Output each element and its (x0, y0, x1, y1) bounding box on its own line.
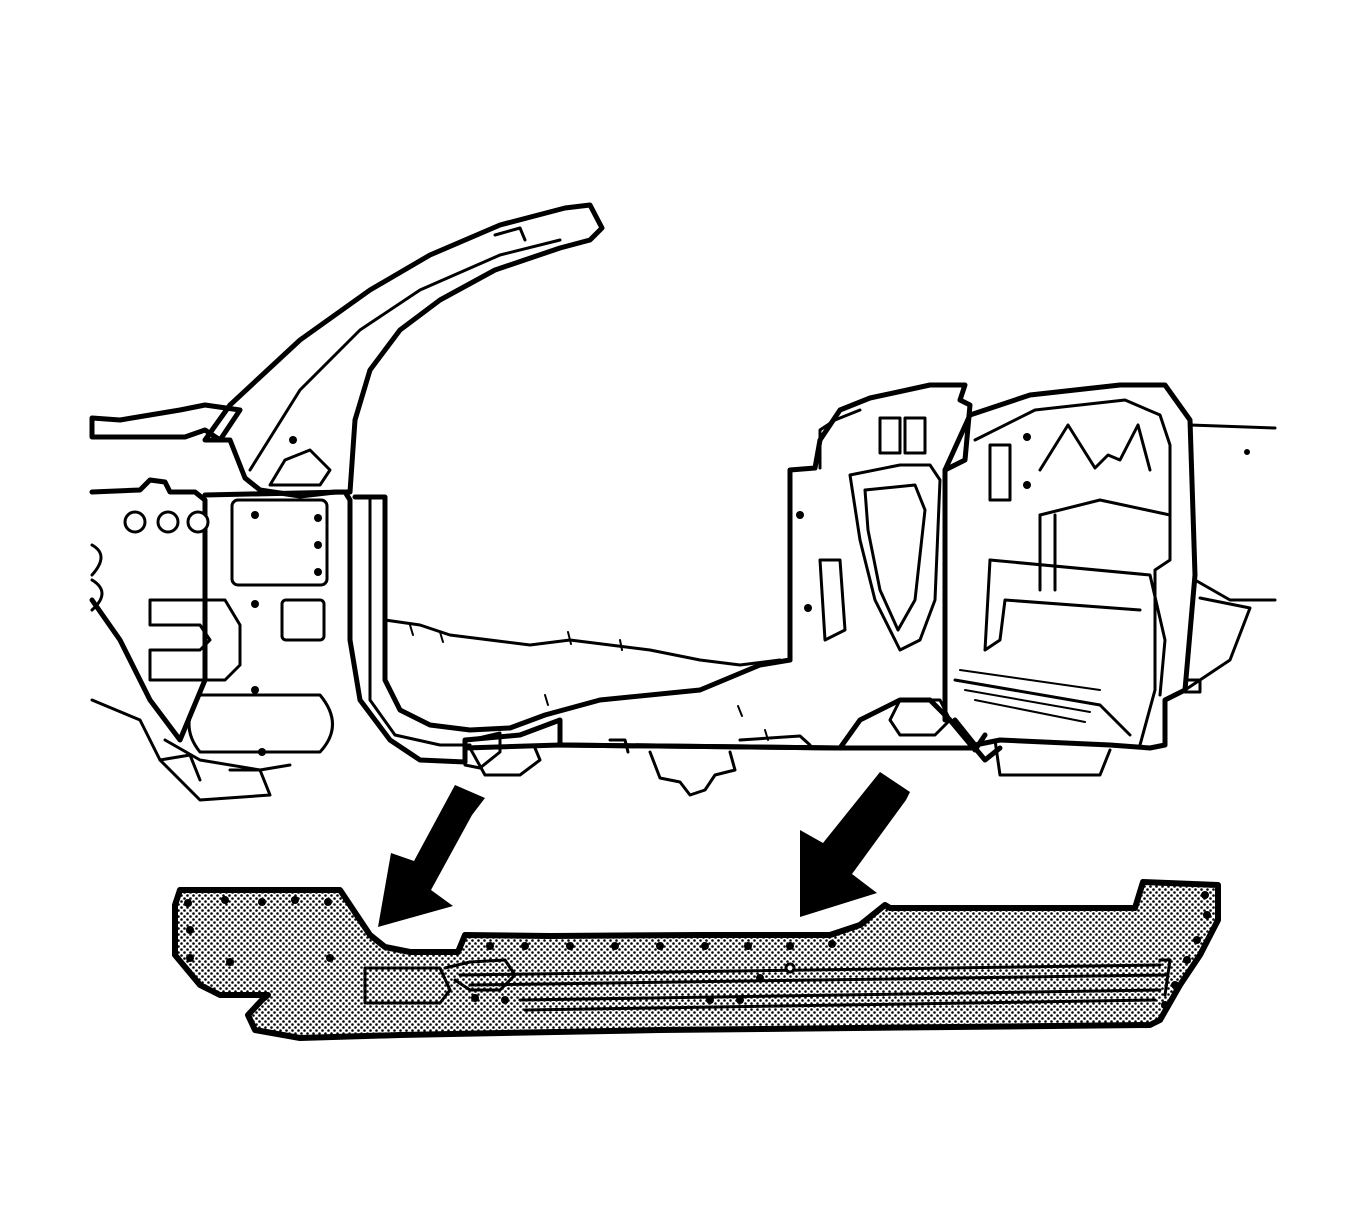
spot-weld-dot (1201, 891, 1209, 899)
fastener-dot (796, 511, 804, 519)
fastener-dot (258, 748, 266, 756)
fastener-dot (1023, 481, 1031, 489)
spot-weld-dot (1161, 1001, 1169, 1009)
spot-weld-dot (1193, 936, 1201, 944)
spot-weld-dot (701, 942, 709, 950)
b-pillar-slot (903, 416, 927, 455)
spot-weld-dot (291, 896, 299, 904)
arrow-right-icon (800, 772, 910, 917)
spot-weld-dot (521, 942, 529, 950)
spot-weld-dot (706, 996, 714, 1004)
fastener-dot (1244, 449, 1250, 455)
spot-weld-dot (326, 954, 334, 962)
spot-weld-dot (1203, 911, 1211, 919)
a-pillar (202, 202, 605, 499)
spot-weld-dot (186, 926, 194, 934)
rocker-panel-outline (172, 879, 1221, 1041)
fastener-dot (314, 568, 322, 576)
pillar-cutout (230, 498, 329, 587)
spot-weld-dot (611, 942, 619, 950)
round-hole (186, 510, 210, 534)
body-side-structure (89, 202, 1277, 802)
spot-weld-dots (184, 891, 1211, 1009)
spot-weld-dot (221, 896, 229, 904)
round-hole (123, 510, 147, 534)
fastener-dot (804, 604, 812, 612)
fastener-dot (1023, 433, 1031, 441)
spot-weld-dot (828, 940, 836, 948)
spot-weld-dot (656, 942, 664, 950)
body-rocker-edge (462, 742, 1003, 765)
square-cutout (280, 598, 326, 642)
spot-weld-dot (786, 942, 794, 950)
rear-quarter-structure (942, 382, 1277, 751)
spot-weld-dot (501, 996, 509, 1004)
spot-weld-dot (184, 899, 192, 907)
spot-weld-dot (1171, 981, 1179, 989)
fastener-dot (251, 511, 259, 519)
front-cowl-structure (89, 402, 272, 802)
spot-weld-dot (258, 898, 266, 906)
fastener-dot (314, 514, 322, 522)
arrow-left (378, 785, 485, 927)
spot-weld-dot (486, 942, 494, 950)
fastener-dot (314, 541, 322, 549)
b-pillar (787, 382, 973, 737)
spot-weld-dot (471, 994, 479, 1002)
spot-weld-dot (744, 942, 752, 950)
spot-weld-dot (1183, 956, 1191, 964)
fastener-dot (289, 436, 297, 444)
spot-weld-dot (324, 898, 332, 906)
underbody-brackets (468, 738, 1112, 797)
spot-weld-dot (736, 996, 744, 1004)
b-pillar-slot (878, 416, 902, 455)
door-opening-sill (352, 494, 812, 770)
spot-weld-dot (186, 954, 194, 962)
spot-weld-dot (566, 942, 574, 950)
spot-weld-dot (226, 958, 234, 966)
round-hole (156, 510, 180, 534)
spot-weld-dot (756, 974, 764, 982)
arrow-right (800, 772, 910, 917)
arrow-left-icon (378, 785, 485, 927)
round-hole (784, 962, 796, 974)
fastener-dot (251, 686, 259, 694)
fastener-dot (251, 600, 259, 608)
rocker-panel-replacement-part (172, 879, 1221, 1041)
